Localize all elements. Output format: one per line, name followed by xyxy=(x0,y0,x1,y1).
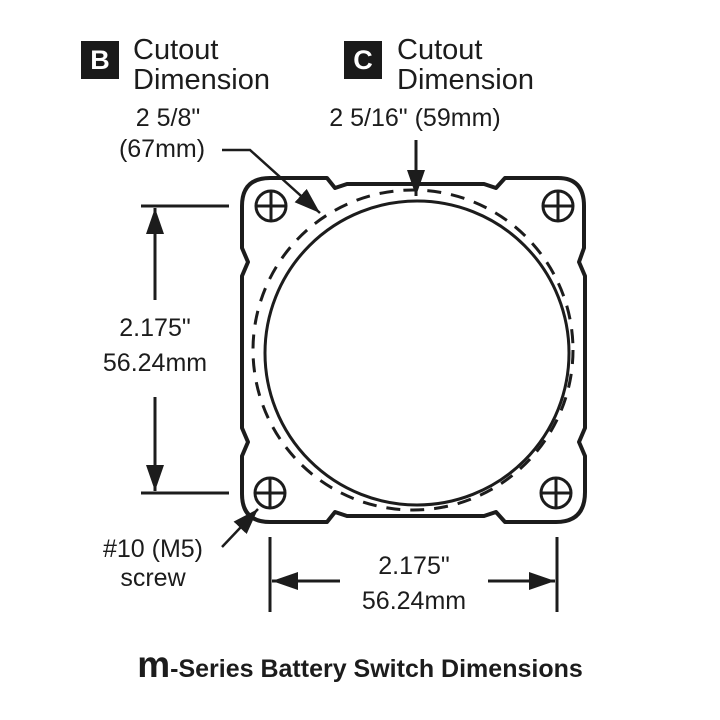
plate-outline xyxy=(240,176,587,524)
callout-c-label-line2: Dimension xyxy=(397,64,534,96)
cutout-circle-solid xyxy=(263,199,571,507)
screw-hole-top-right xyxy=(541,189,575,223)
callout-b-label-line2: Dimension xyxy=(133,64,270,96)
vertical-dimension-inches: 2.175" xyxy=(119,314,191,342)
callout-c-badge: C xyxy=(344,41,382,79)
screw-label-size: #10 (M5) xyxy=(102,535,204,563)
b-leader-line xyxy=(222,148,321,214)
vertical-dimension-mm: 56.24mm xyxy=(102,349,208,377)
title-text: -Series Battery Switch Dimensions xyxy=(170,655,583,683)
callout-b-badge: B xyxy=(81,41,119,79)
horizontal-dimension-inches: 2.175" xyxy=(378,552,450,580)
screw-hole-bottom-left xyxy=(253,476,287,510)
screw-hole-top-left xyxy=(254,189,288,223)
callout-c-value: 2 5/16" (59mm) xyxy=(329,104,501,132)
callout-b-value-in: 2 5/8" xyxy=(135,104,201,132)
callout-c-label-line1: Cutout xyxy=(397,34,483,66)
vertical-dimension-lines xyxy=(141,204,229,495)
horizontal-dimension-mm: 56.24mm xyxy=(361,587,467,615)
callout-b-value-mm: (67mm) xyxy=(118,135,206,163)
title-series-prefix: m xyxy=(137,644,171,685)
screw-leader-line xyxy=(221,508,259,548)
screw-label-text: screw xyxy=(120,564,186,592)
figure-title: m-Series Battery Switch Dimensions xyxy=(0,644,720,686)
horizontal-dimension-lines xyxy=(268,537,559,612)
callout-b-label-line1: Cutout xyxy=(133,34,219,66)
screw-hole-bottom-right xyxy=(539,476,573,510)
